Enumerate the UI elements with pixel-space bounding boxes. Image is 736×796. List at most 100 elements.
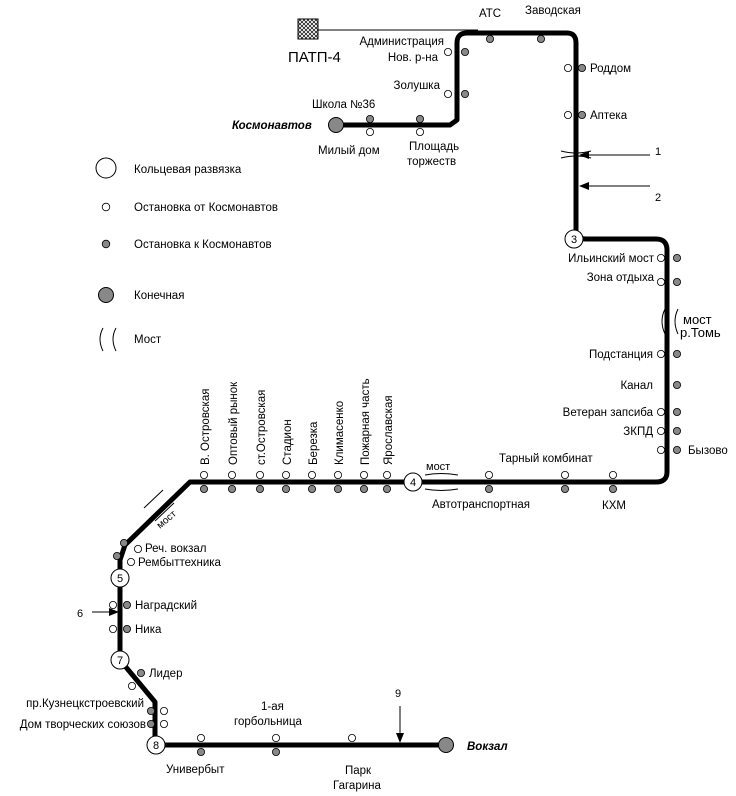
stop-from <box>382 470 391 479</box>
stop-from <box>657 253 666 262</box>
stop-label: Заводская <box>525 5 581 17</box>
legend-bridge-icon <box>112 327 117 352</box>
stop-to <box>136 669 145 678</box>
stop-from <box>127 558 136 567</box>
bridge-mark <box>424 473 459 476</box>
stop-label: Ветеран запсиба <box>563 407 654 419</box>
svg-text:8: 8 <box>153 740 159 752</box>
legend-stop-from-icon <box>101 202 111 212</box>
stop-from <box>657 445 666 454</box>
stop-label: Аптека <box>590 110 628 122</box>
bridge-mark <box>154 502 175 522</box>
legend-ring-icon <box>95 157 117 179</box>
stop-to <box>484 484 493 493</box>
stop-label: АТС <box>479 8 501 20</box>
stop-label: ст.Островская <box>256 390 268 465</box>
stop-label: ЗКПД <box>623 426 653 438</box>
stop-to <box>609 484 618 493</box>
stop-to <box>561 484 570 493</box>
bridge-mark <box>143 489 164 509</box>
river-label: мост <box>683 312 712 327</box>
stop-to <box>123 601 132 610</box>
ring-junction-8: 8 <box>146 735 166 755</box>
terminal-label-vokzal: Вокзал <box>467 741 508 753</box>
terminal-label-kosmonavtov: Космонавтов <box>232 120 312 132</box>
stop-from <box>359 470 368 479</box>
stop-label: Школа №36 <box>312 99 375 111</box>
legend-stop-to-label: Остановка к Космонавтов <box>134 239 272 251</box>
stop-to <box>382 484 391 493</box>
stop-to <box>199 484 208 493</box>
stop-label: Бызово <box>688 445 728 457</box>
legend-terminal-icon <box>98 287 114 303</box>
stop-label: Оптовый рынок <box>228 381 240 465</box>
stop-to <box>673 426 682 435</box>
stop-label: Роддом <box>590 63 631 75</box>
stop-from <box>199 470 208 479</box>
stop-from <box>609 470 618 479</box>
stop-label: Милый дом <box>318 145 380 157</box>
stop-label: Парк <box>345 765 372 777</box>
stop-label: пр.Кузнецкстроевский <box>26 698 144 710</box>
stop-to <box>673 380 682 389</box>
stop-from <box>561 470 570 479</box>
stop-from <box>196 734 205 743</box>
stop-label: Климасенко <box>334 401 346 465</box>
stop-from <box>159 707 168 716</box>
stop-label: Автотранспортная <box>432 499 530 511</box>
stop-to <box>673 349 682 358</box>
stop-from <box>133 545 142 554</box>
legend-stop-to-icon <box>101 239 111 249</box>
stop-from <box>281 470 290 479</box>
stop-to <box>120 539 129 548</box>
stop-from <box>127 682 136 691</box>
stop-from <box>109 625 118 634</box>
stop-label: Золушка <box>394 80 441 92</box>
stop-to <box>673 253 682 262</box>
stop-to <box>146 707 155 716</box>
bridge-mark <box>424 488 459 491</box>
stop-from <box>415 127 424 136</box>
stop-from <box>657 349 666 358</box>
stop-label: Наградский <box>135 600 197 612</box>
stop-label: Универбыт <box>166 764 225 776</box>
stop-from <box>227 470 236 479</box>
stop-label: Нов. р-на <box>388 52 439 64</box>
stop-to <box>537 35 546 44</box>
stop-to <box>255 484 264 493</box>
legend: Кольцевая развязка Остановка от Космонав… <box>95 157 278 352</box>
stop-label: Площадь <box>409 141 459 153</box>
bridge-mark <box>661 308 666 335</box>
stop-label: горбольница <box>234 716 303 728</box>
legend-stop-from-label: Остановка от Космонавтов <box>134 202 278 214</box>
svg-text:7: 7 <box>117 655 123 667</box>
legend-bridge-label: Мост <box>134 334 162 346</box>
bridge-mark <box>674 308 679 335</box>
stop-label: Лидер <box>149 668 182 680</box>
stop-from <box>564 111 573 120</box>
ring-junction-5: 5 <box>110 568 130 588</box>
stop-label: Березка <box>308 421 320 465</box>
stop-to <box>196 748 205 757</box>
marker-9-label: 9 <box>395 688 401 700</box>
legend-bridge-icon <box>99 327 104 352</box>
svg-text:5: 5 <box>117 573 123 585</box>
marker-6-label: 6 <box>77 608 83 620</box>
stop-label: Рембыттехника <box>138 557 222 569</box>
legend-ring-label: Кольцевая развязка <box>134 164 242 176</box>
stop-label: Ильинский мост <box>568 253 655 265</box>
stop-to <box>271 748 280 757</box>
depot-icon <box>297 18 319 40</box>
stop-from <box>347 734 356 743</box>
stop-label: Подстанция <box>589 349 653 361</box>
stop-label: Стадион <box>282 419 294 465</box>
stop-from <box>159 720 168 729</box>
marker-1-arrow <box>579 151 650 159</box>
ring-junction-4: 4 <box>403 472 423 492</box>
stop-label: Пожарная часть <box>360 378 372 465</box>
stop-label: 1-ая <box>261 701 284 713</box>
stop-from <box>657 426 666 435</box>
stop-to <box>113 552 122 561</box>
stop-to <box>146 720 155 729</box>
